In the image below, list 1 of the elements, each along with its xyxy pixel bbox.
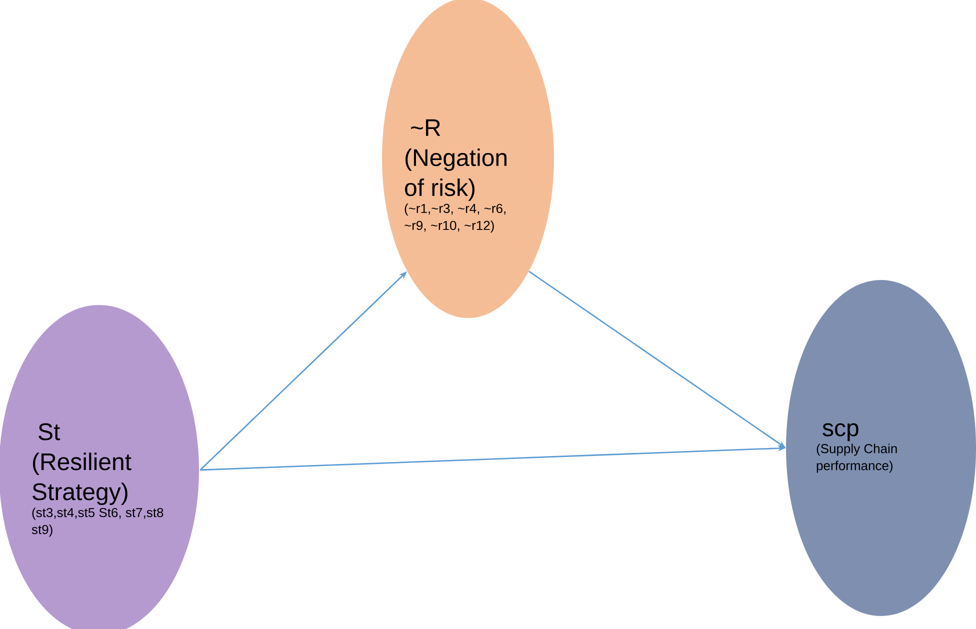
ellipse-node: scp (Supply Chain performance): [786, 280, 976, 616]
